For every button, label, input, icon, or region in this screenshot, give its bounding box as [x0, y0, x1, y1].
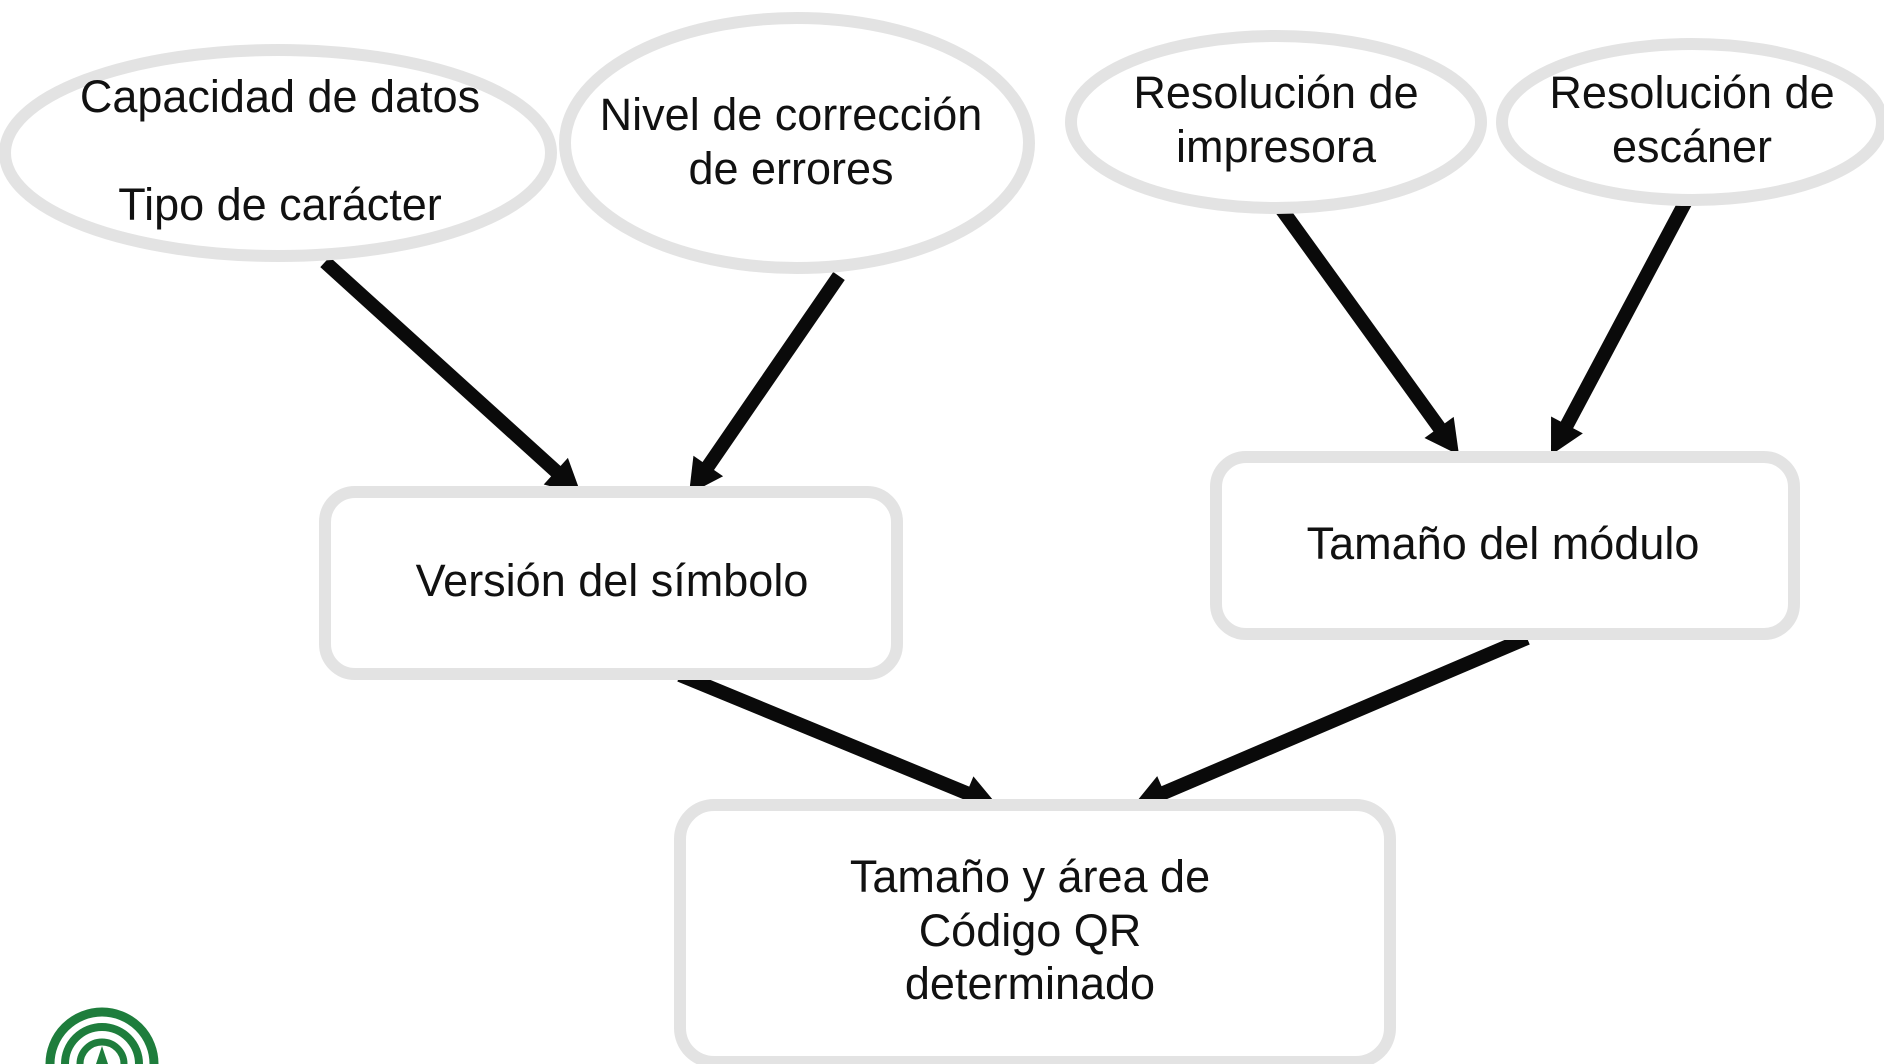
node-tamano-modulo: Tamaño del módulo — [1210, 451, 1800, 640]
arrow-head-icon — [543, 457, 581, 494]
arrow-shaft — [320, 256, 564, 480]
node-label-line: Resolución de — [1133, 67, 1418, 118]
node-label-line: Tamaño del módulo — [1307, 518, 1700, 569]
node-label-line: Tamaño y área de — [850, 851, 1210, 902]
node-label-line: Nivel de corrección — [600, 89, 983, 140]
arrow-head-icon — [1551, 416, 1583, 455]
node-ellipse — [1065, 30, 1487, 214]
node-label-line: Versión del símbolo — [416, 555, 809, 606]
arrow-nivel-correccion-to-version-simbolo — [689, 272, 845, 494]
junta-andalucia-logo-icon — [45, 1007, 159, 1064]
arrow-capacidad-tipo-to-version-simbolo — [320, 256, 581, 494]
arrow-resolucion-escaner-to-tamano-modulo — [1551, 197, 1693, 455]
node-box — [674, 799, 1396, 1064]
arrow-head-icon — [1424, 416, 1459, 455]
node-label-line: escáner — [1612, 121, 1772, 172]
node-label-line: de errores — [688, 143, 893, 194]
arrow-shaft — [700, 272, 845, 474]
edges-layer — [320, 197, 1693, 810]
node-ellipse — [559, 12, 1035, 274]
node-label-line: Resolución de — [1549, 67, 1834, 118]
arrow-head-icon — [689, 455, 724, 494]
node-label-line: Capacidad de datos — [80, 71, 480, 122]
node-ellipse — [0, 44, 557, 262]
arrow-shaft — [1157, 631, 1530, 801]
arrow-shaft — [677, 668, 973, 802]
arrow-version-simbolo-to-tamano-area — [677, 668, 998, 810]
node-box — [1210, 451, 1800, 640]
node-version-simbolo: Versión del símbolo — [319, 486, 903, 680]
node-label-line: Tipo de carácter — [118, 179, 441, 230]
arrow-tamano-modulo-to-tamano-area — [1133, 631, 1530, 810]
node-label-line: impresora — [1176, 121, 1377, 172]
arrow-shaft — [1274, 202, 1448, 435]
node-label-line: determinado — [905, 958, 1155, 1009]
node-ellipse — [1496, 38, 1884, 206]
node-box — [319, 486, 903, 680]
arrow-shaft — [1558, 197, 1693, 432]
arrow-resolucion-impresora-to-tamano-modulo — [1274, 202, 1459, 455]
node-label-line: Código QR — [919, 905, 1142, 956]
